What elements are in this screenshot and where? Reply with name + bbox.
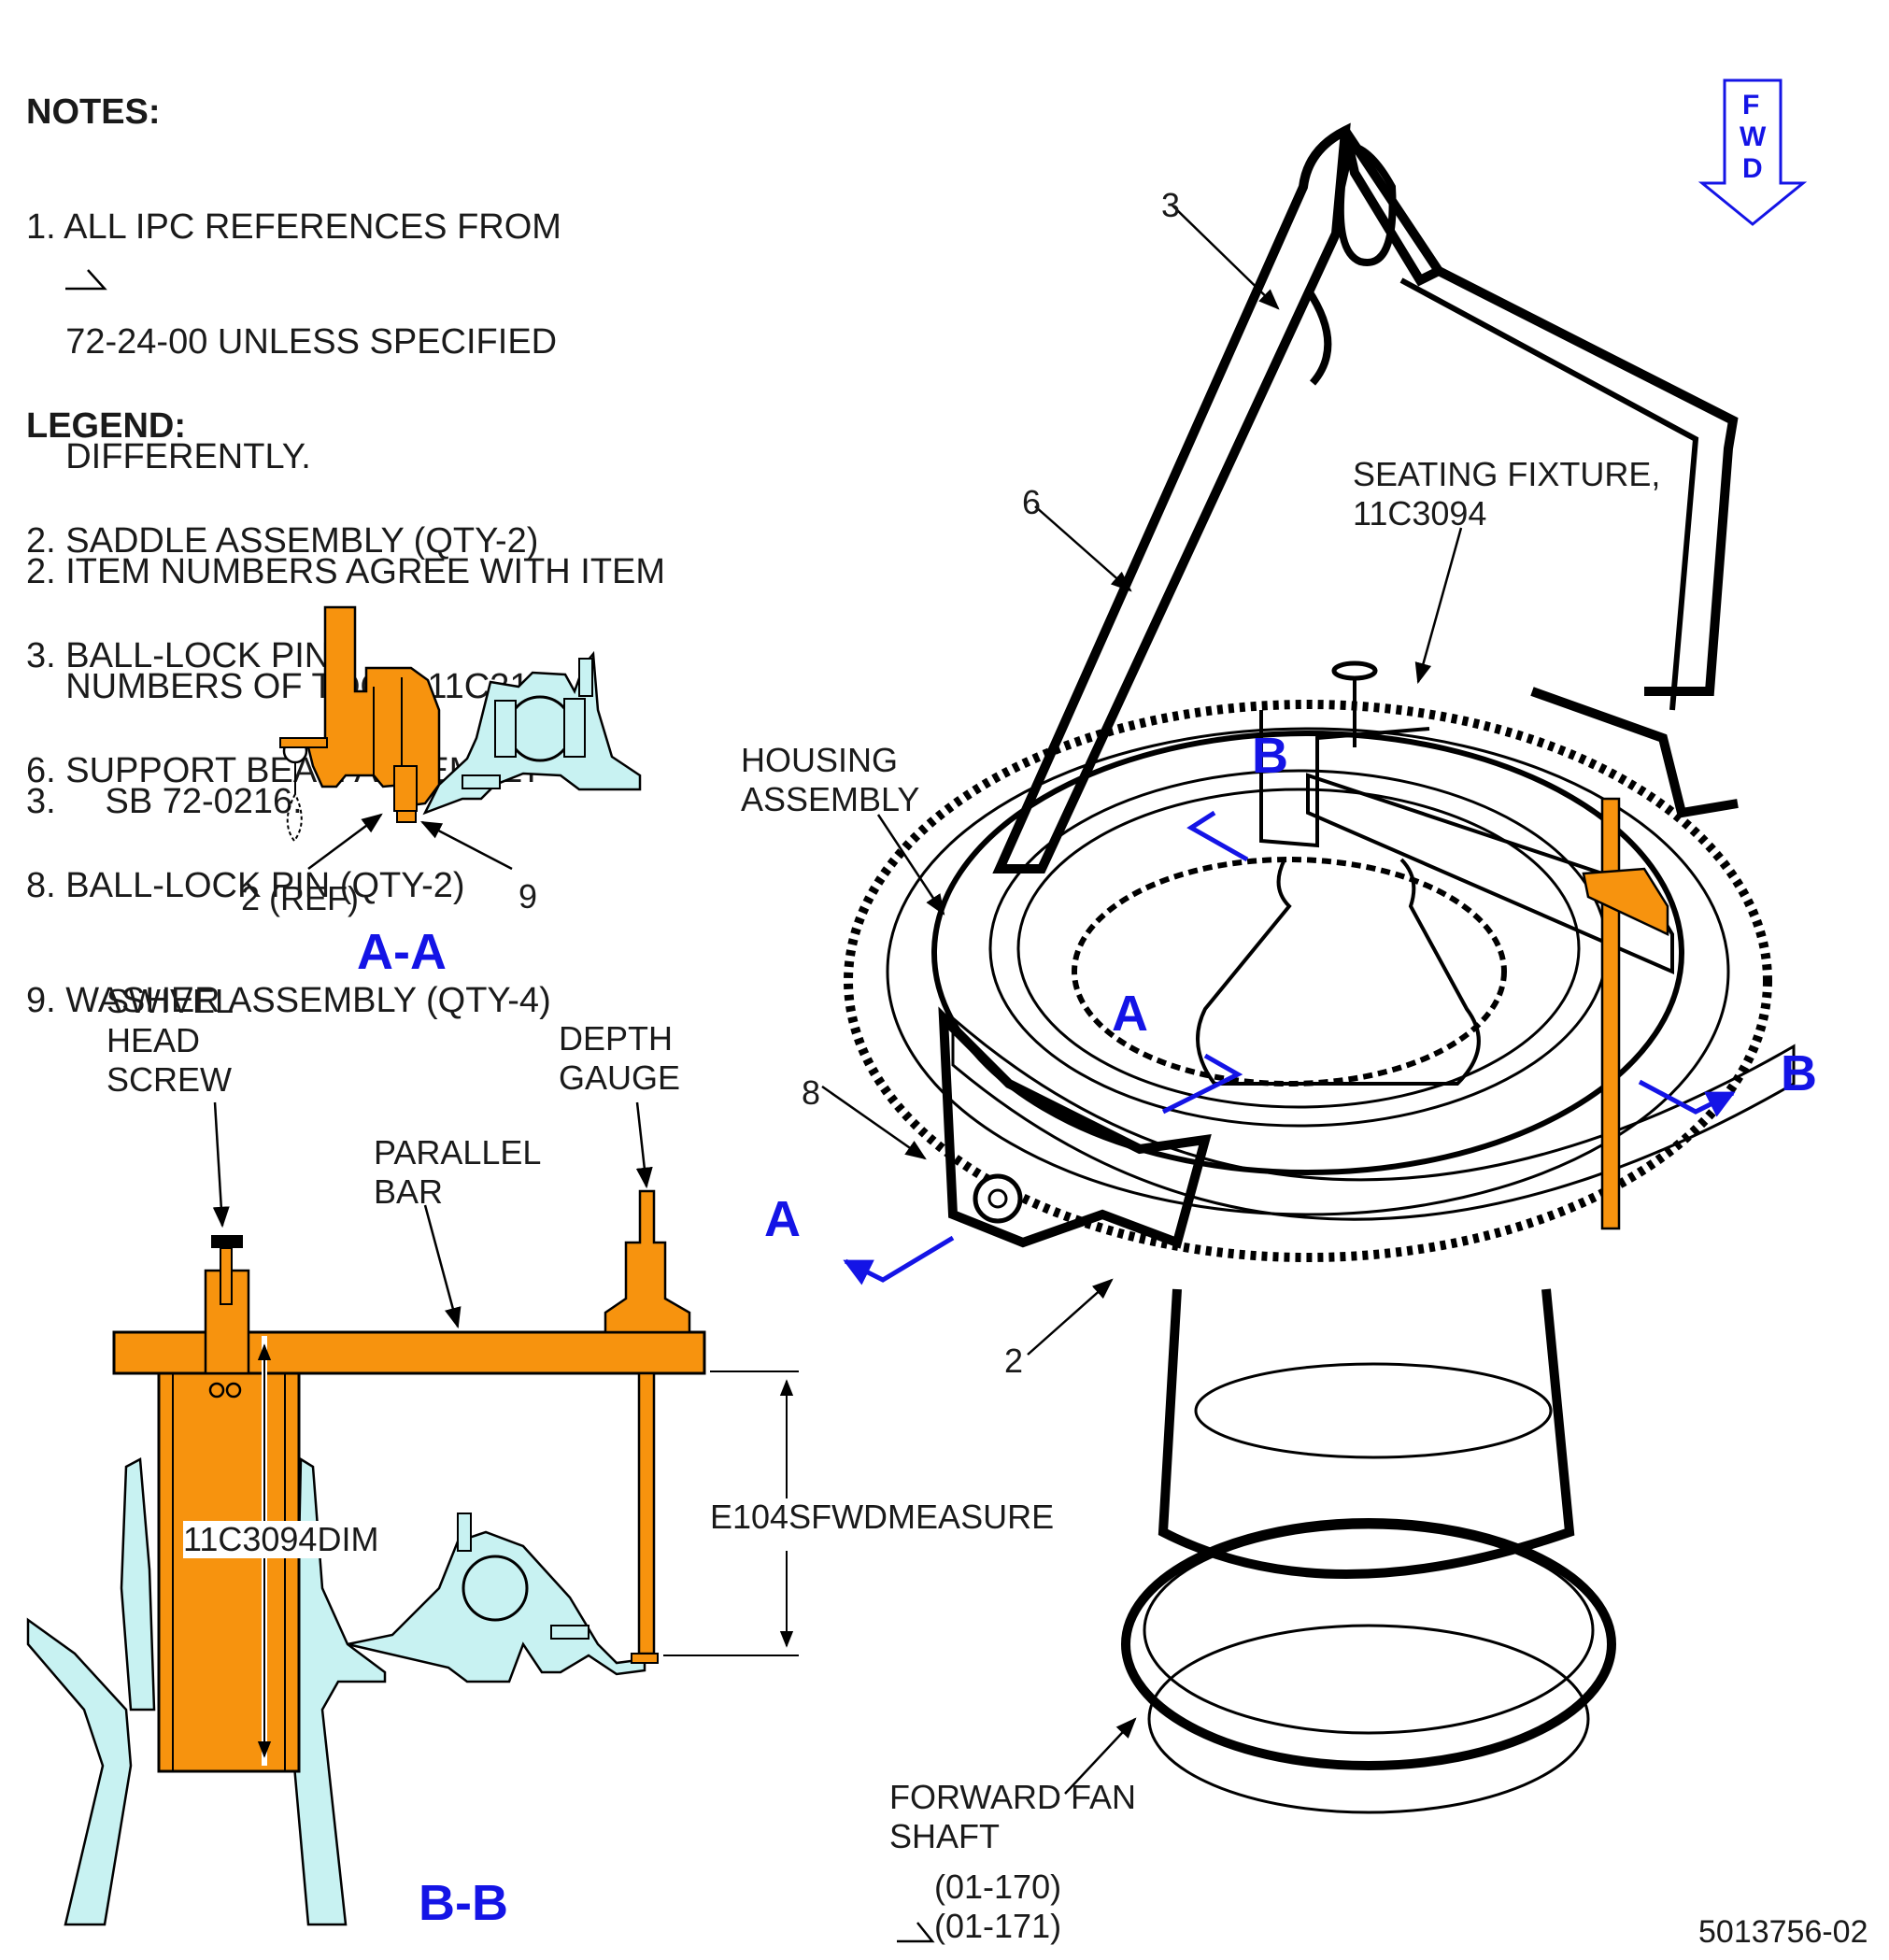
housing-assembly-label: HOUSING — [741, 741, 899, 779]
legend-item: 9. WASHER ASSEMBLY (QTY-4) — [26, 981, 551, 1020]
callout-3: 3 — [1161, 186, 1181, 224]
section-aa-drawing — [279, 605, 642, 871]
section-aa-title: A-A — [357, 924, 447, 980]
section-mark-a: A — [764, 1191, 801, 1247]
callout-2-ref: 2 (REF) — [241, 879, 359, 917]
figure-id: 5013756-02 — [1698, 1914, 1868, 1950]
section-mark-b: B — [1781, 1045, 1817, 1101]
housing-assembly-label: ASSEMBLY — [741, 780, 920, 818]
seating-fixture-label: SEATING FIXTURE, — [1353, 455, 1661, 493]
forward-arrow-icon — [1697, 78, 1808, 226]
fwd-letter: W — [1740, 121, 1767, 152]
note-line: 2. ITEM NUMBERS AGREE WITH ITEM — [26, 552, 666, 591]
measure-label: E104SFWDMEASURE — [710, 1498, 1055, 1536]
note-line: DIFFERENTLY. — [26, 437, 311, 476]
seating-fixture-label: 11C3094 — [1353, 494, 1487, 533]
section-bb-drawing — [26, 1101, 799, 1926]
main-assembly-drawing — [821, 122, 1796, 1814]
fwd-letter: D — [1742, 153, 1763, 184]
legend-block: LEGEND: 2. SADDLE ASSEMBLY (QTY-2) 3. BA… — [26, 331, 551, 1058]
parallel-bar-label: PARALLEL — [374, 1133, 542, 1172]
note-line: 1. ALL IPC REFERENCES FROM — [26, 207, 561, 247]
callout-9: 9 — [518, 877, 538, 916]
fixture-dim-label: 11C3094DIM — [183, 1520, 379, 1558]
swivel-head-screw-label: SCREW — [107, 1060, 232, 1099]
change-mark-icon — [897, 1922, 935, 1943]
swivel-head-screw-label: SWIVEL — [107, 982, 234, 1020]
section-bb-title: B-B — [419, 1875, 508, 1931]
legend-item: 3. BALL-LOCK PIN — [26, 636, 331, 675]
callout-2: 2 — [1004, 1342, 1024, 1380]
forward-fan-shaft-label: SHAFT — [889, 1817, 1001, 1855]
section-mark-a: A — [1112, 986, 1148, 1042]
note-line: 72-24-00 UNLESS SPECIFIED — [26, 322, 558, 362]
part-ref: (01-170) — [934, 1868, 1062, 1906]
legend-item: 2. SADDLE ASSEMBLY (QTY-2) — [26, 521, 539, 561]
swivel-head-screw-label: HEAD — [107, 1021, 201, 1059]
fwd-letter: F — [1742, 90, 1760, 121]
change-mark-icon — [65, 269, 107, 291]
legend-item: 8. BALL-LOCK PIN (QTY-2) — [26, 866, 465, 905]
callout-6: 6 — [1022, 483, 1042, 521]
parallel-bar-label: BAR — [374, 1172, 444, 1211]
legend-heading: LEGEND: — [26, 406, 186, 446]
forward-fan-shaft-label: FORWARD FAN — [889, 1778, 1137, 1816]
depth-gauge-label: DEPTH — [559, 1019, 674, 1058]
depth-gauge-label: GAUGE — [559, 1058, 681, 1097]
note-line: 3. SB 72-0216. — [26, 782, 303, 821]
notes-block: NOTES: 1. ALL IPC REFERENCES FROM 72-24-… — [26, 17, 665, 859]
callout-8: 8 — [802, 1073, 821, 1112]
section-mark-b: B — [1252, 728, 1288, 784]
part-ref: (01-171) — [934, 1907, 1062, 1945]
notes-heading: NOTES: — [26, 92, 161, 132]
